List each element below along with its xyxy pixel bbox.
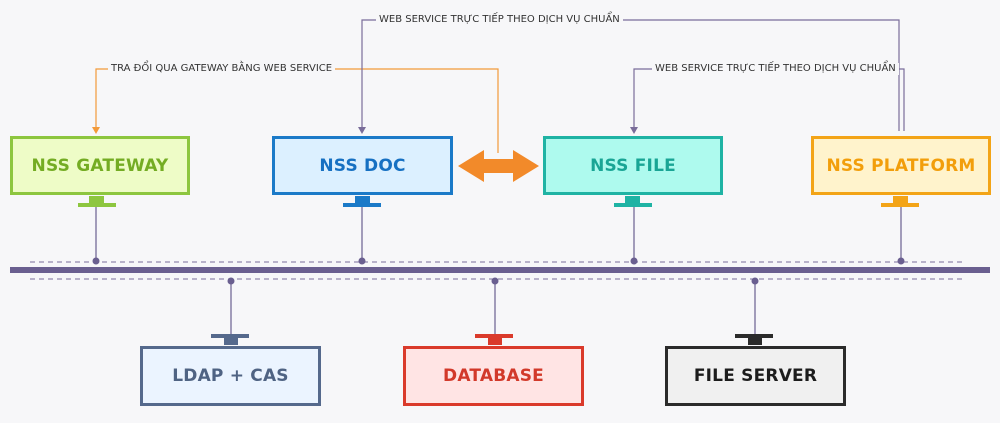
node-label: NSS FILE <box>590 155 676 176</box>
node-file-server[interactable]: FILE SERVER <box>665 346 846 406</box>
node-nss-gateway[interactable]: NSS GATEWAY <box>10 136 190 195</box>
arrowhead-down-icon <box>358 127 366 134</box>
doc-connector <box>343 196 381 265</box>
node-nss-platform[interactable]: NSS PLATFORM <box>811 136 991 195</box>
annotation-doc-direct: WEB SERVICE TRỰC TIẾP THEO DỊCH VỤ CHUẨN <box>376 14 623 26</box>
double-arrow-icon <box>458 150 539 182</box>
annotation-file-direct: WEB SERVICE TRỰC TIẾP THEO DỊCH VỤ CHUẨN <box>652 63 899 75</box>
node-ldap-cas[interactable]: LDAP + CAS <box>140 346 321 406</box>
node-nss-doc[interactable]: NSS DOC <box>272 136 453 195</box>
annotation-gateway-exchange: TRA ĐỔI QUA GATEWAY BẰNG WEB SERVICE <box>108 63 336 75</box>
node-label: NSS DOC <box>319 155 406 176</box>
database-connector <box>475 277 513 345</box>
arrowhead-down-icon <box>630 127 638 134</box>
node-label: FILE SERVER <box>693 366 818 386</box>
node-label: LDAP + CAS <box>172 366 289 386</box>
arrowhead-down-icon <box>92 127 100 134</box>
doc-direct-line <box>358 19 900 134</box>
file-server-connector <box>735 277 773 345</box>
node-label: NSS GATEWAY <box>31 155 169 176</box>
gateway-connector <box>78 196 116 265</box>
node-nss-file[interactable]: NSS FILE <box>543 136 723 195</box>
platform-connector <box>881 196 919 265</box>
node-label: NSS PLATFORM <box>826 155 976 176</box>
node-label: DATABASE <box>443 366 544 386</box>
file-direct-line <box>630 68 905 134</box>
file-connector <box>614 196 652 265</box>
ldap-connector <box>211 277 249 345</box>
network-bus <box>10 267 990 273</box>
node-database[interactable]: DATABASE <box>403 346 584 406</box>
